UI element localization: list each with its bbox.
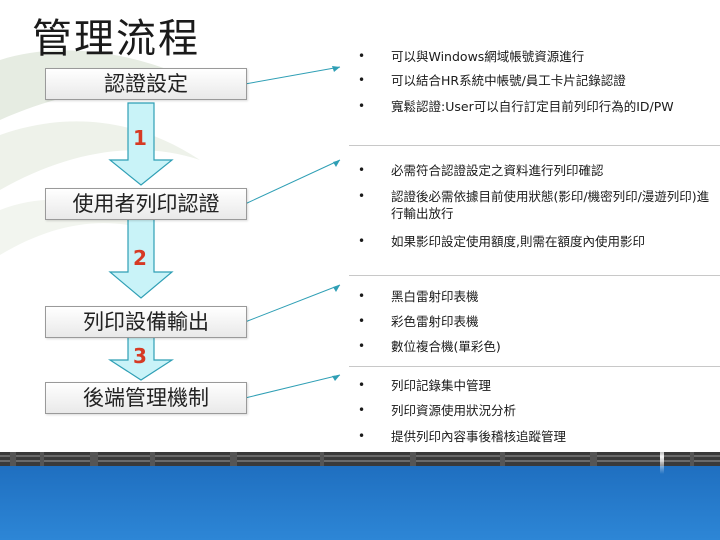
- bullet-icon: •: [358, 428, 365, 445]
- page-title: 管理流程: [32, 6, 200, 64]
- connector-4: [245, 375, 340, 398]
- connector-head-4: [332, 375, 340, 381]
- bullet-icon: •: [358, 338, 365, 355]
- step-box-user-print-auth: 使用者列印認證: [45, 188, 247, 220]
- group-user-print-auth: •必需符合認證設定之資料進行列印確認 •認證後必需依據目前使用狀態(影印/機密列…: [349, 150, 720, 276]
- footer-blue-band: [0, 466, 720, 540]
- group-backend-management: •列印記錄集中管理 •列印資源使用狀況分析 •提供列印內容事後稽核追蹤管理: [349, 367, 720, 451]
- step-number-2: 2: [133, 246, 147, 270]
- bullet-icon: •: [358, 313, 365, 330]
- step-number-3: 3: [133, 344, 147, 368]
- connector-head-3: [333, 285, 340, 292]
- bullet-icon: •: [358, 72, 365, 89]
- sparkle-decoration: [655, 440, 669, 474]
- step-box-auth-setup: 認證設定: [45, 68, 247, 100]
- bullet-icon: •: [358, 233, 365, 250]
- group-auth-setup: •可以與Windows網域帳號資源進行 •可以結合HR系統中帳號/員工卡片記錄認…: [349, 40, 720, 146]
- footer-pattern-band: [0, 452, 720, 466]
- step-number-1: 1: [133, 126, 147, 150]
- connector-head-1: [332, 66, 340, 72]
- bullet-icon: •: [358, 377, 365, 394]
- step-box-print-output: 列印設備輸出: [45, 306, 247, 338]
- bullet-icon: •: [358, 162, 365, 179]
- group-print-output: •黑白雷射印表機 •彩色雷射印表機 •數位複合機(單彩色): [349, 276, 720, 367]
- bullet-icon: •: [358, 98, 365, 115]
- step-box-backend-management: 後端管理機制: [45, 382, 247, 414]
- bullet-icon: •: [358, 402, 365, 419]
- bullet-icon: •: [358, 48, 365, 65]
- connector-head-2: [333, 160, 340, 167]
- bullet-icon: •: [358, 188, 365, 205]
- bullet-icon: •: [358, 288, 365, 305]
